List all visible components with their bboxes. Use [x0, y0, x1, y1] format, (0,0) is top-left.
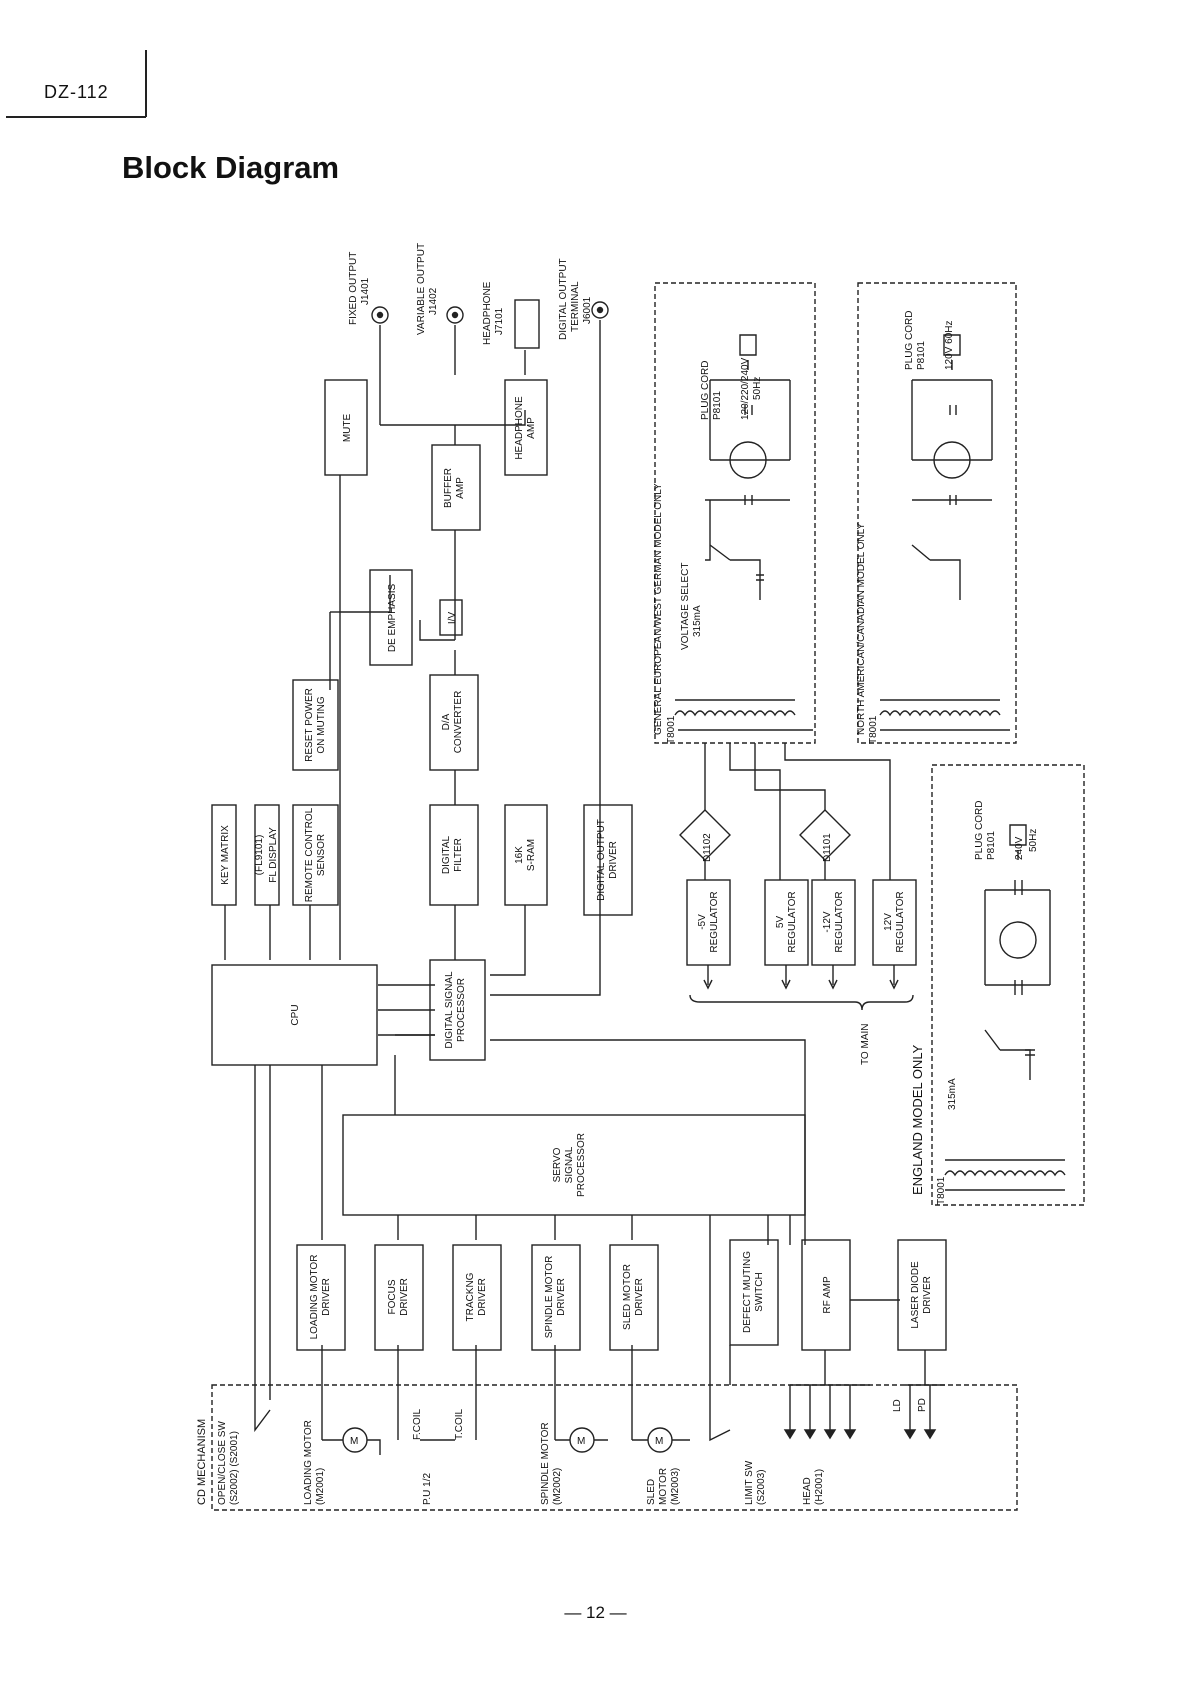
- to-main-label: TO MAIN: [860, 1024, 871, 1065]
- focus-coil-label: F.COIL: [412, 1408, 423, 1440]
- to-main-bracket: [689, 965, 914, 1011]
- england-model-label: ENGLAND MODEL ONLY: [910, 1044, 925, 1195]
- headphone-amp-label: HEADPHONEAMP: [514, 396, 537, 460]
- sram-label: 16KS-RAM: [514, 839, 537, 871]
- signal-wires: [224, 320, 945, 1440]
- da-converter-label: D/ACONVERTER: [441, 691, 464, 754]
- reg-m12v-label: -12VREGULATOR: [822, 891, 845, 952]
- england-power-circuit: [944, 824, 1066, 1191]
- loading-motor-label: LOADING MOTOR(M2001): [303, 1420, 326, 1505]
- spindle-motor-label: SPINDLE MOTOR(M2002): [540, 1422, 563, 1505]
- european-power-circuit: [674, 334, 813, 731]
- power-section-borders: [654, 282, 1085, 1206]
- european-transformer-label: T8001: [666, 715, 677, 744]
- motor-symbol-3: M: [655, 1436, 663, 1447]
- page-title: Block Diagram: [122, 150, 340, 185]
- european-fuse-label: 315mA: [692, 605, 703, 637]
- england-transformer-label: T8001: [936, 1176, 947, 1205]
- voltage-select-label: VOLTAGE SELECT: [680, 563, 691, 650]
- reset-power-label: RESET POWERON MUTING: [304, 688, 327, 762]
- loading-motor-driver-label: LOADING MOTORDRIVER: [309, 1255, 332, 1340]
- reg-m5v-label: -5VREGULATOR: [697, 891, 720, 952]
- page-number: — 12 —: [564, 1603, 627, 1622]
- reg-12v-label: 12VREGULATOR: [883, 891, 906, 952]
- reg-5v-label: 5VREGULATOR: [775, 891, 798, 952]
- block-labels: MUTE BUFFERAMP HEADPHONEAMP DE EMPHASIS …: [220, 396, 933, 1339]
- bridge-rectifiers: [679, 743, 891, 880]
- mute-label: MUTE: [342, 414, 353, 443]
- fl-display-label: (FL9101)FL DISPLAY: [254, 827, 279, 883]
- sled-driver-label: SLED MOTORDRIVER: [622, 1264, 645, 1330]
- model-number: DZ-112: [44, 82, 109, 102]
- power-labels: GENERAL EUROPEAN/WEST GERMAN MODEL ONLY …: [653, 311, 1039, 1205]
- photo-diode-label: PD: [917, 1398, 928, 1412]
- digital-filter-label: DIGITALFILTER: [441, 835, 464, 874]
- digital-output-driver-label: DIGITAL OUTPUTDRIVER: [596, 819, 619, 901]
- north-american-power-circuit: [879, 334, 1010, 731]
- mechanism-labels: CD MECHANISM OPEN/CLOSE SW(S2002) (S2001…: [196, 1398, 928, 1505]
- output-jacks: [371, 299, 609, 349]
- mechanism-components: [254, 1385, 937, 1455]
- d1102-label: D1102: [702, 833, 713, 862]
- focus-driver-label: FOCUSDRIVER: [387, 1278, 410, 1316]
- fixed-output-label: FIXED OUTPUTJ1401: [348, 252, 371, 325]
- cd-mechanism-border: [211, 1384, 1018, 1511]
- buffer-amp-label: BUFFERAMP: [443, 468, 466, 508]
- variable-output-label: VARIABLE OUTPUTJ1402: [416, 243, 439, 335]
- tracking-driver-label: TRACKNGDRIVER: [465, 1272, 488, 1321]
- limit-switch-label: LIMIT SW(S2003): [744, 1460, 767, 1505]
- header-rule-vertical: [145, 50, 147, 117]
- key-matrix-label: KEY MATRIX: [220, 825, 231, 885]
- d1101-label: D1101: [822, 833, 833, 862]
- cpu-label: CPU: [290, 1004, 301, 1025]
- iv-label: I/V: [447, 612, 458, 625]
- rf-amp-label: RF AMP: [822, 1276, 833, 1314]
- header-rule: [6, 116, 146, 118]
- output-labels: FIXED OUTPUTJ1401 VARIABLE OUTPUTJ1402 H…: [348, 243, 593, 345]
- de-emphasis-label: DE EMPHASIS: [387, 584, 398, 653]
- dsp-label: DIGITAL SIGNALPROCESSOR: [444, 971, 467, 1049]
- servo-label: SERVOSIGNALPROCESSOR: [552, 1133, 587, 1197]
- head-label: HEAD(H2001): [802, 1469, 825, 1505]
- european-model-label: GENERAL EUROPEAN/WEST GERMAN MODEL ONLY: [653, 483, 664, 735]
- digital-output-terminal-label: DIGITAL OUTPUTTERMINALJ6001: [558, 258, 593, 340]
- spindle-driver-label: SPINDLE MOTORDRIVER: [544, 1256, 567, 1339]
- north-american-transformer-label: T8001: [868, 715, 879, 744]
- laser-driver-label: LASER DIODEDRIVER: [910, 1261, 933, 1329]
- tracking-coil-label: T.COIL: [454, 1408, 465, 1440]
- defect-muting-label: DEFECT MUTINGSWITCH: [742, 1251, 765, 1333]
- sled-motor-label: SLEDMOTOR(M2003): [646, 1468, 681, 1505]
- open-close-switch-label: OPEN/CLOSE SW(S2002) (S2001): [217, 1421, 240, 1505]
- north-american-model-label: NORTH AMERICAN/CANADIAN MODEL ONLY: [856, 523, 867, 735]
- pickup-label: P.U 1/2: [422, 1473, 433, 1505]
- headphone-jack-label: HEADPHONEJ7101: [482, 281, 505, 345]
- england-fuse-label: 315mA: [947, 1078, 958, 1110]
- cd-mechanism-title: CD MECHANISM: [196, 1419, 208, 1505]
- motor-symbol-2: M: [577, 1436, 585, 1447]
- motor-symbol-1: M: [350, 1436, 358, 1447]
- remote-sensor-label: REMOTE CONTROLSENSOR: [304, 807, 327, 902]
- laser-diode-label: LD: [892, 1399, 903, 1412]
